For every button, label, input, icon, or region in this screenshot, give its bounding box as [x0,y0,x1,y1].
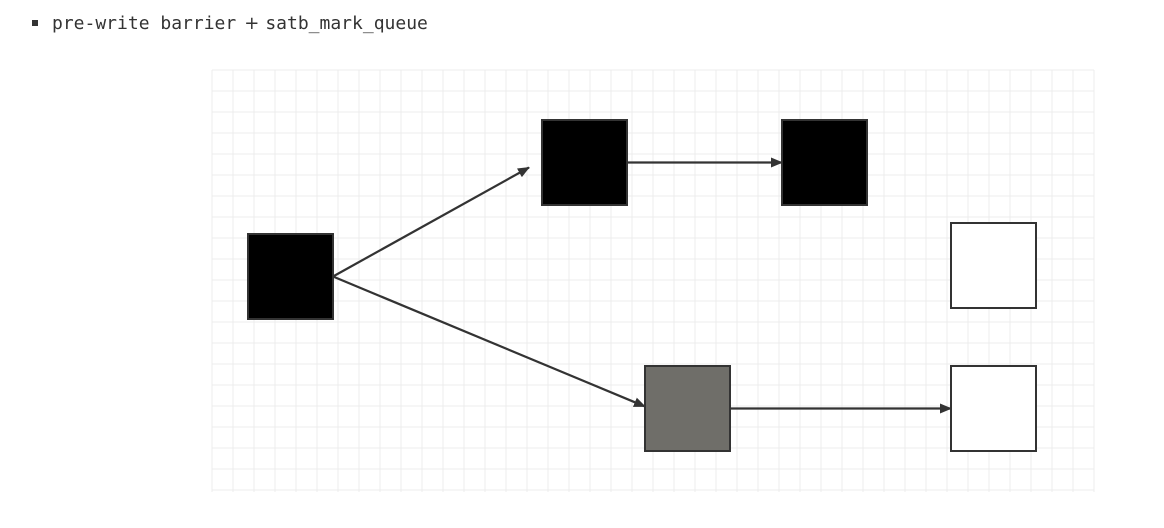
square-bullet-icon [32,20,38,26]
node-upper-middle [541,119,628,206]
edge-arrow-root-to-lower-middle [332,275,646,408]
grid-background [211,69,1095,492]
node-upper-right [781,119,868,206]
bullet-list-item: pre-write barrier + satb_mark_queue [32,10,428,36]
node-right-top-white [950,222,1037,309]
node-lower-middle [644,365,731,452]
node-group [247,119,1037,452]
code-term-pre-write-barrier: pre-write barrier [52,12,237,34]
edge-arrow-root-to-upper-middle [332,166,530,278]
plus-separator: + [244,12,260,34]
code-term-satb-mark-queue: satb_mark_queue [265,12,428,34]
edge-group [332,157,952,414]
node-root [247,233,334,320]
node-lower-right [950,365,1037,452]
